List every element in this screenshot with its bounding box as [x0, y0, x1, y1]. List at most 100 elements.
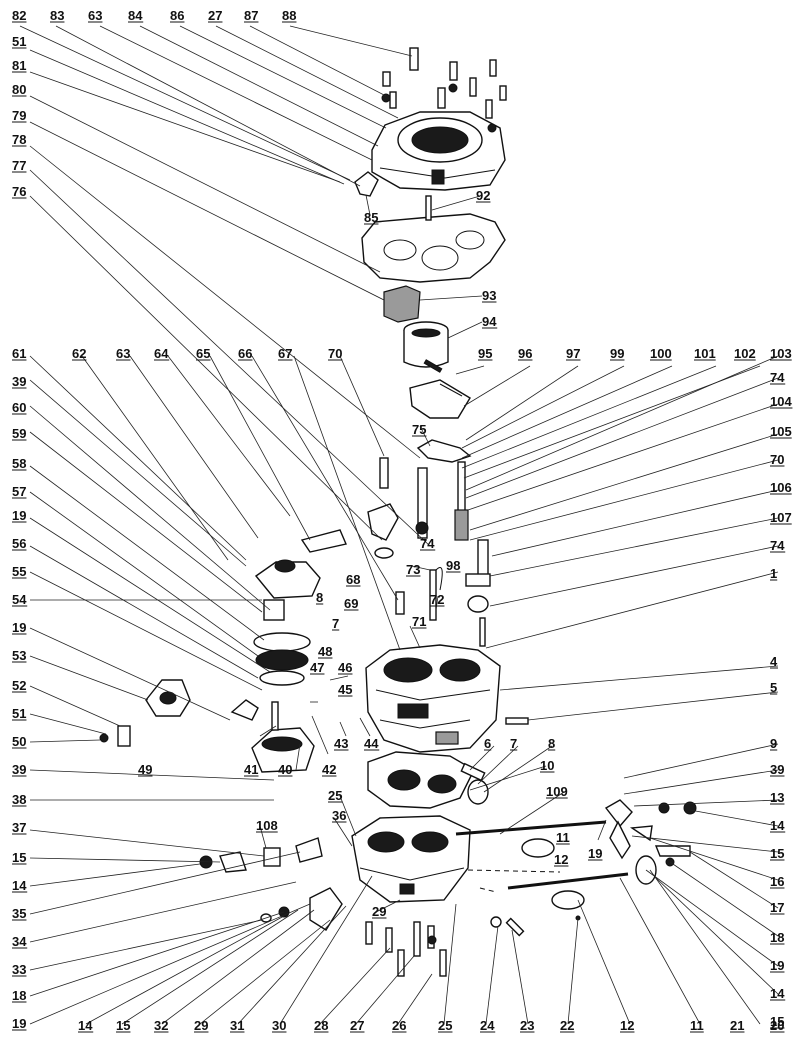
part-label-l33: 33: [12, 962, 26, 977]
part-label-r18: 18: [770, 930, 784, 945]
part-label-c7b: 7: [510, 736, 517, 751]
part-label-b29: 29: [194, 1018, 208, 1033]
part-label-c41: 41: [244, 762, 258, 777]
part-label-c29a: 29: [372, 904, 386, 919]
part-label-c7a: 7: [332, 616, 339, 631]
part-label-l18a: 18: [12, 988, 26, 1003]
part-label-b20: 20: [770, 1018, 784, 1033]
part-label-b23: 23: [520, 1018, 534, 1033]
part-label-l53: 53: [12, 648, 26, 663]
part-label-t84: 84: [128, 8, 143, 23]
part-label-l59: 59: [12, 426, 26, 441]
part-label-l52: 52: [12, 678, 26, 693]
base-gasket: [367, 751, 475, 809]
part-label-r14b: 14: [770, 986, 785, 1001]
part-label-m63: 63: [116, 346, 130, 361]
part-label-c75: 75: [412, 422, 426, 437]
top-cover: [371, 111, 506, 191]
part-label-l79: 79: [12, 108, 26, 123]
part-label-l81: 81: [12, 58, 26, 73]
part-label-c45: 45: [338, 682, 352, 697]
part-label-t63a: 63: [88, 8, 102, 23]
part-label-r107: 107: [770, 510, 792, 525]
part-label-c98: 98: [446, 558, 460, 573]
part-label-b30: 30: [272, 1018, 286, 1033]
screw-5: [505, 717, 529, 725]
part-label-r17: 17: [770, 900, 784, 915]
part-label-l60: 60: [12, 400, 26, 415]
part-label-c42: 42: [322, 762, 336, 777]
part-label-c73: 73: [406, 562, 420, 577]
part-label-b11: 11: [690, 1018, 704, 1033]
part-label-c8b: 8: [548, 736, 555, 751]
part-label-r9: 9: [770, 736, 777, 751]
part-label-m95: 95: [478, 346, 492, 361]
part-label-l80: 80: [12, 82, 26, 97]
assembly-line-a: [467, 869, 561, 873]
assembly-line-b: [479, 887, 497, 893]
part-label-c43: 43: [334, 736, 348, 751]
part-label-c49: 49: [138, 762, 152, 777]
part-label-l78: 78: [12, 132, 26, 147]
part-label-c10: 10: [540, 758, 554, 773]
part-label-l51b: 51: [12, 706, 26, 721]
part-label-b15: 15: [116, 1018, 130, 1033]
part-label-r14a: 14: [770, 818, 785, 833]
part-label-r104: 104: [770, 394, 792, 409]
part-label-m103: 103: [770, 346, 792, 361]
part-label-r106: 106: [770, 480, 792, 495]
part-label-c44: 44: [364, 736, 379, 751]
part-label-t87: 87: [244, 8, 258, 23]
linkage-75: [416, 439, 472, 463]
part-label-c74c: 74: [420, 536, 435, 551]
part-label-l15a: 15: [12, 850, 26, 865]
part-label-r74b: 74: [770, 538, 785, 553]
part-label-c85: 85: [364, 210, 378, 225]
part-label-m97: 97: [566, 346, 580, 361]
part-label-r1: 1: [770, 566, 777, 581]
part-label-l34: 34: [12, 934, 27, 949]
leader-lines: [19, 25, 779, 1025]
pump-arm: [409, 359, 471, 419]
part-label-r16: 16: [770, 874, 784, 889]
part-label-l37: 37: [12, 820, 26, 835]
part-label-r74a: 74: [770, 370, 785, 385]
part-label-l35: 35: [12, 906, 26, 921]
part-label-c12a: 12: [554, 852, 568, 867]
part-label-l57: 57: [12, 484, 26, 499]
part-label-l19b: 19: [12, 620, 26, 635]
part-label-l50: 50: [12, 734, 26, 749]
throttle-plate-11b: [551, 890, 585, 910]
part-label-c68: 68: [346, 572, 360, 587]
part-label-l39b: 39: [12, 762, 26, 777]
bracket-85: [354, 171, 379, 197]
part-label-c25a: 25: [328, 788, 342, 803]
part-label-t88: 88: [282, 8, 296, 23]
part-label-b26: 26: [392, 1018, 406, 1033]
part-label-m70a: 70: [328, 346, 342, 361]
part-label-b22: 22: [560, 1018, 574, 1033]
part-label-c93: 93: [482, 288, 496, 303]
part-label-c108: 108: [256, 818, 278, 833]
part-label-c40: 40: [278, 762, 292, 777]
part-label-t27a: 27: [208, 8, 222, 23]
throttle-body: [351, 815, 471, 903]
part-label-c46: 46: [338, 660, 352, 675]
part-label-b25: 25: [438, 1018, 452, 1033]
part-label-l19a: 19: [12, 508, 26, 523]
part-label-m96: 96: [518, 346, 532, 361]
part-label-c36: 36: [332, 808, 346, 823]
part-label-r15a: 15: [770, 846, 784, 861]
part-label-r13: 13: [770, 790, 784, 805]
part-label-m102: 102: [734, 346, 756, 361]
part-label-l14a: 14: [12, 878, 27, 893]
part-label-m99: 99: [610, 346, 624, 361]
part-label-b12: 12: [620, 1018, 634, 1033]
part-label-m66: 66: [238, 346, 252, 361]
part-label-c47: 47: [310, 660, 324, 675]
part-label-b14: 14: [78, 1018, 93, 1033]
part-label-m62: 62: [72, 346, 86, 361]
